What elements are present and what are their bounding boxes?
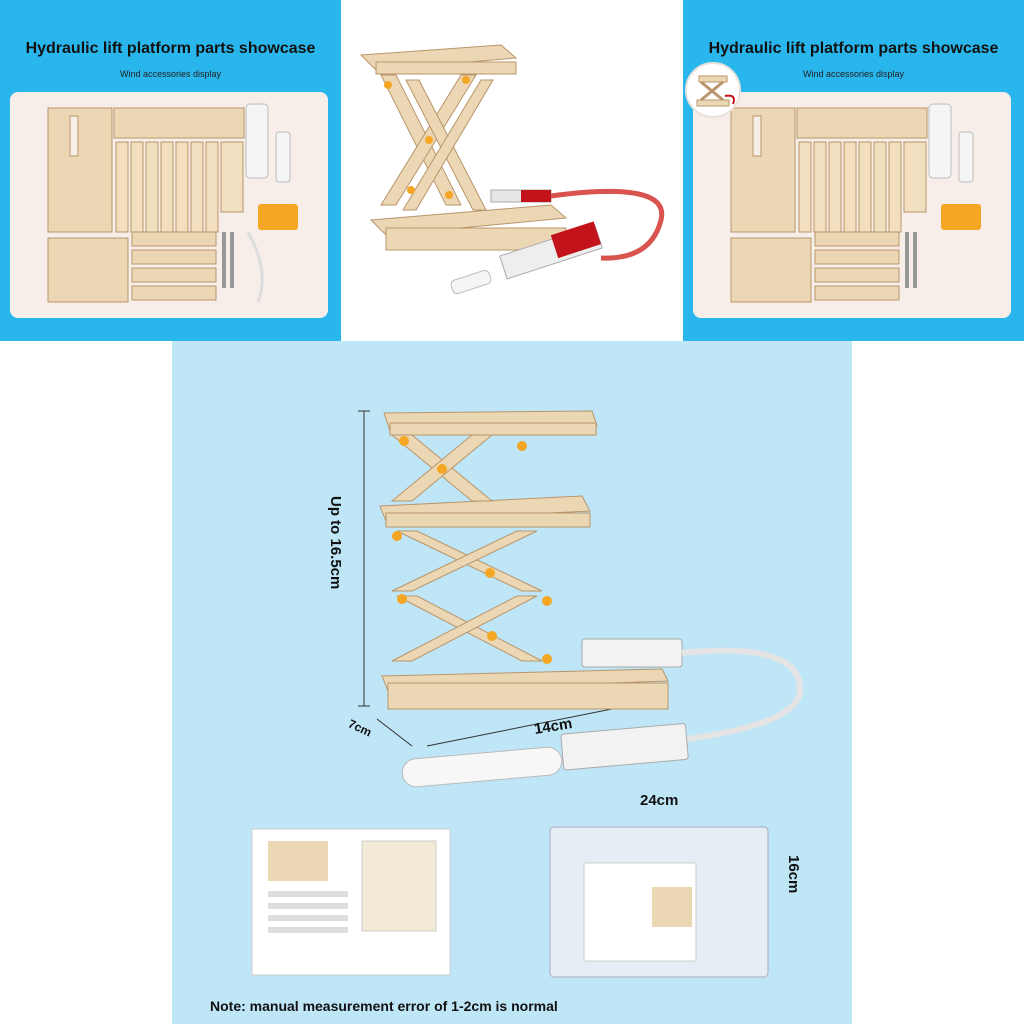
showcase-subtitle: Wind accessories display: [119, 69, 222, 79]
assembled-lift-image: [359, 44, 665, 295]
showcase-title-right: Hydraulic lift platform parts showcase: [708, 40, 999, 57]
dimensions-panel: Up to 16.5cm 7cm 14cm 24cm 16cm Note: ma…: [172, 341, 852, 1024]
showcase-title: Hydraulic lift platform parts showcase: [25, 40, 316, 57]
height-label: Up to 16.5cm: [327, 496, 344, 590]
parts-layout-card-right: [693, 92, 1011, 318]
manual-width-label: 24cm: [640, 792, 679, 809]
assembled-lift-photo: [341, 0, 683, 341]
wooden-parts-image-right: [730, 103, 981, 303]
parts-layout-card: [10, 92, 328, 318]
bag-height-label: 16cm: [785, 855, 802, 894]
parts-showcase-panel-right: Hydraulic lift platform parts showcase W…: [683, 0, 1024, 341]
wooden-parts-image: [47, 103, 298, 303]
dimension-diagram: [251, 410, 804, 978]
measurement-note: Note: manual measurement error of 1-2cm …: [210, 998, 558, 1014]
parts-showcase-panel-left: Hydraulic lift platform parts showcase W…: [0, 0, 341, 341]
assembled-lift-thumbnail: [685, 62, 741, 118]
showcase-subtitle-right: Wind accessories display: [802, 69, 905, 79]
